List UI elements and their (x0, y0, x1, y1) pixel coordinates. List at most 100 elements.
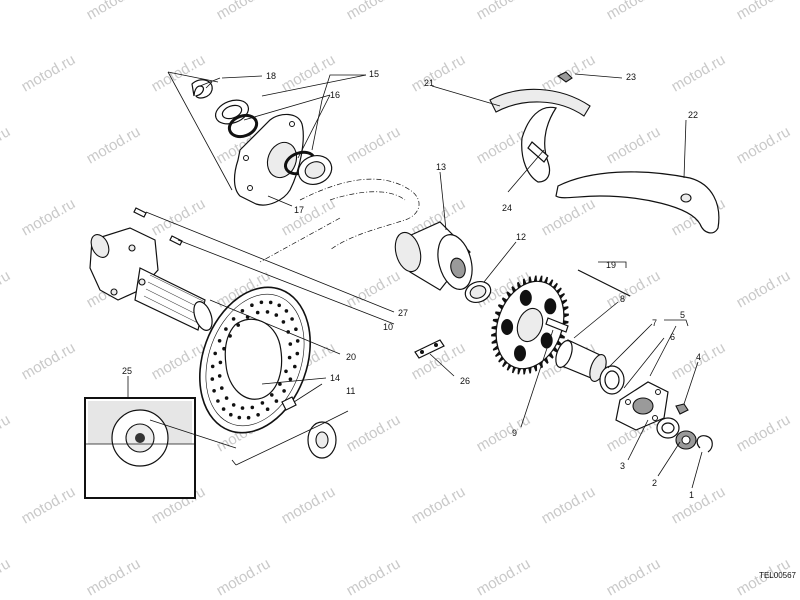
watermark-text: motod.ru (0, 267, 13, 311)
disc-hole (284, 369, 288, 374)
sprocket-tooth (528, 367, 532, 374)
watermark-text: motod.ru (0, 555, 13, 599)
watermark-text: motod.ru (539, 51, 599, 95)
watermark-text: motod.ru (474, 0, 534, 23)
callout-1: 1 (689, 490, 694, 500)
callout-labels: 1 2 3 4 5 6 7 8 9 10 11 12 13 14 15 16 1… (122, 69, 701, 500)
watermark-text: motod.ru (84, 123, 144, 167)
disc-hole (282, 389, 286, 393)
callout-12: 12 (516, 232, 526, 242)
wheel-flange (615, 381, 669, 431)
disc-hole (288, 342, 293, 346)
callout-22: 22 (688, 110, 698, 120)
disc-hole (222, 346, 226, 351)
sprocket-tooth (543, 276, 549, 284)
disc-hole (256, 413, 260, 417)
disc-hole (295, 351, 300, 356)
brake-disc (199, 286, 311, 434)
watermark-text: motod.ru (279, 51, 339, 95)
disc-hole (274, 399, 279, 403)
callout-9: 9 (512, 428, 517, 438)
disc-hole (210, 364, 215, 369)
callout-2: 2 (652, 478, 657, 488)
disc-hole (210, 377, 215, 381)
disc-hole (255, 310, 260, 315)
watermark-text: motod.ru (214, 555, 274, 599)
disc-hole (240, 309, 245, 313)
watermark-text: motod.ru (344, 411, 404, 455)
disc-hole (287, 355, 292, 360)
disc-hole (231, 317, 236, 321)
sprocket-tooth (517, 368, 522, 375)
disc-hole (284, 309, 289, 313)
sprocket-tooth (561, 299, 568, 305)
watermark-text: motod.ru (279, 483, 339, 527)
watermark-text: motod.ru (279, 195, 339, 239)
watermark-text: motod.ru (0, 0, 13, 23)
watermark-text: motod.ru (734, 411, 794, 455)
disc-hole (265, 407, 270, 412)
callout-21: 21 (424, 78, 434, 88)
disc-hole (268, 300, 273, 305)
watermark-text: motod.ru (19, 483, 79, 527)
sprocket-tooth (491, 332, 497, 337)
disc-hole (217, 339, 222, 343)
disc-hole (231, 403, 236, 407)
bearing-ring (599, 365, 625, 395)
sprocket-tooth (543, 357, 549, 364)
callout-6: 6 (670, 332, 675, 342)
callout-24: 24 (502, 203, 512, 213)
detail-inset (84, 397, 196, 499)
callout-15: 15 (369, 69, 379, 79)
watermark-text: motod.ru (344, 555, 404, 599)
front-sprocket (307, 421, 337, 459)
callout-25: 25 (122, 366, 132, 376)
callout-4: 4 (696, 352, 701, 362)
callout-17: 17 (294, 205, 304, 215)
disc-hole (250, 405, 255, 410)
watermark-text: motod.ru (344, 0, 404, 23)
sprocket-window (501, 319, 514, 335)
swingarm-outline (259, 178, 420, 263)
watermark-text: motod.ru (19, 339, 79, 383)
sprocket-tooth (492, 345, 499, 351)
sprocket-tooth (511, 286, 517, 293)
callout-11: 11 (346, 386, 355, 396)
sprocket-tooth (528, 276, 532, 283)
disc-hole (293, 364, 297, 369)
sprocket-tooth (491, 338, 497, 344)
disc-hole (278, 382, 282, 386)
watermark-text: motod.ru (149, 51, 209, 95)
watermark-text: motod.ru (669, 483, 729, 527)
sprocket-tooth (548, 352, 554, 359)
disc-hole (224, 396, 229, 400)
sprocket-window (519, 289, 532, 306)
rear-sprocket (491, 275, 569, 375)
callout-3: 3 (620, 461, 625, 471)
watermark-text: motod.ru (604, 0, 664, 23)
small-nut (675, 403, 689, 415)
watermark-text: motod.ru (669, 51, 729, 95)
sprocket-tooth (491, 325, 497, 330)
disc-hole (259, 300, 264, 305)
sprocket-tooth (563, 313, 569, 318)
disc-hole (213, 351, 217, 356)
sprocket-tooth (523, 368, 527, 375)
drawing-code: TEL00567 (759, 571, 796, 580)
watermark-text: motod.ru (474, 555, 534, 599)
watermark-text: motod.ru (84, 555, 144, 599)
disc-hole (236, 323, 240, 327)
sprocket-tooth (563, 306, 569, 312)
watermark-text: motod.ru (604, 267, 664, 311)
disc-hole (288, 377, 293, 382)
swingarm-guard (555, 171, 720, 234)
watermark-text: motod.ru (84, 0, 144, 23)
disc-hole (216, 399, 220, 403)
watermark-text: motod.ru (539, 483, 599, 527)
sprocket-tooth (501, 297, 508, 304)
chain-link (414, 339, 445, 359)
callout-8: 8 (620, 294, 625, 304)
callout-13: 13 (436, 162, 446, 172)
watermark-text: motod.ru (149, 195, 209, 239)
disc-hole (217, 374, 222, 378)
